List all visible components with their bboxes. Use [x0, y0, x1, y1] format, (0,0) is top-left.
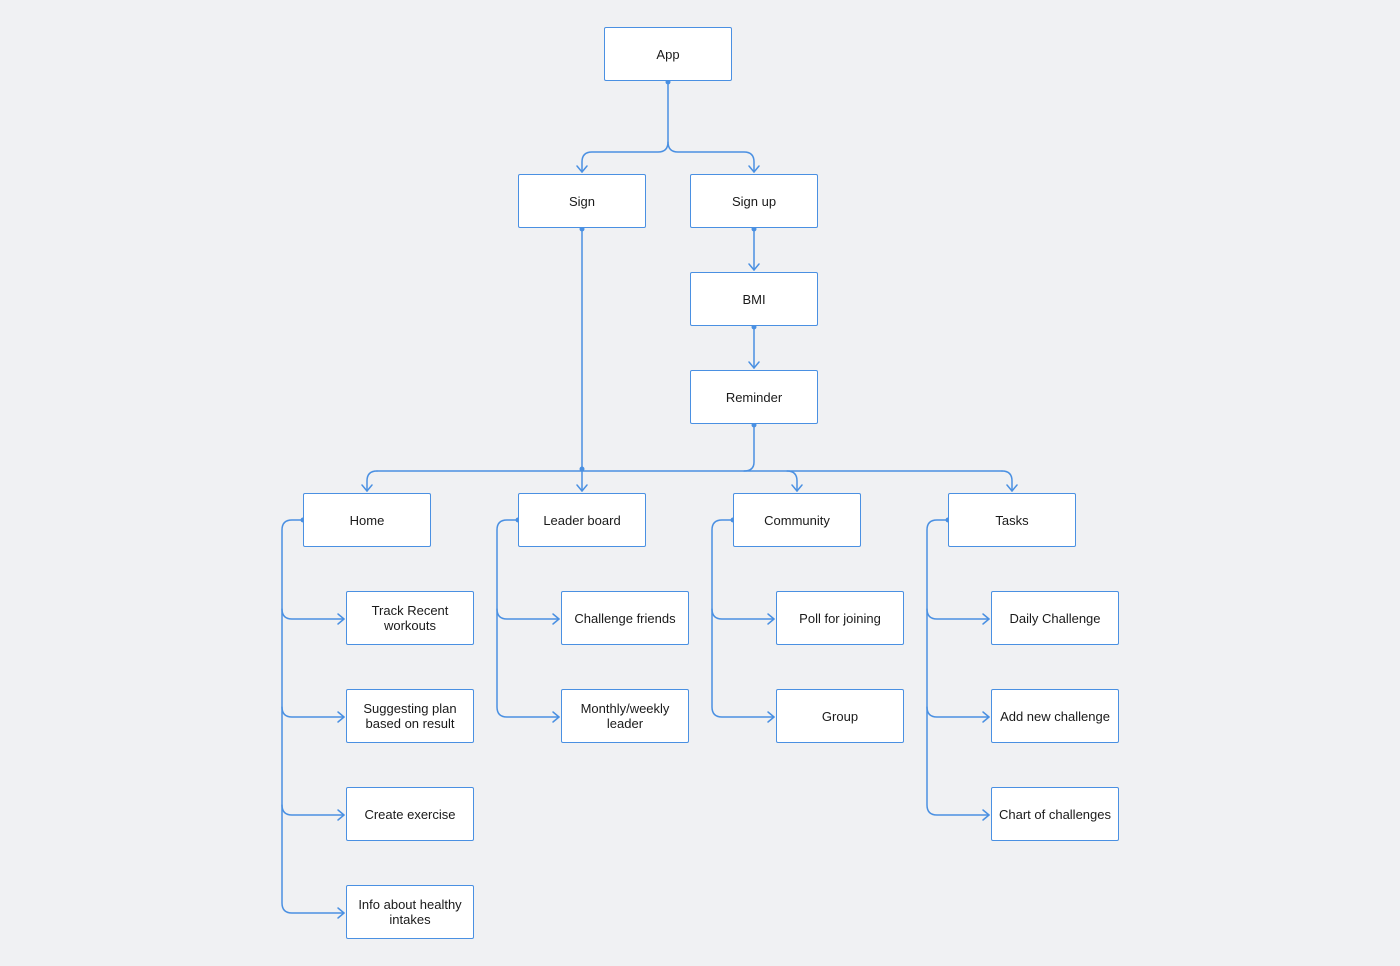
node-group[interactable]: Group	[776, 689, 904, 743]
connector-leader-spine	[496, 519, 560, 718]
connector-home-create	[281, 804, 345, 816]
node-tasks[interactable]: Tasks	[948, 493, 1076, 547]
arrowhead	[337, 809, 345, 821]
connector-tasks-spine	[926, 519, 990, 816]
connector-dot	[579, 466, 585, 472]
arrowhead	[748, 263, 760, 271]
arrowhead	[982, 613, 990, 625]
node-daily-challenge[interactable]: Daily Challenge	[991, 591, 1119, 645]
arrowhead	[748, 361, 760, 369]
node-chart-of-challenges[interactable]: Chart of challenges	[991, 787, 1119, 841]
connector-app-signup	[667, 141, 755, 173]
node-reminder[interactable]: Reminder	[690, 370, 818, 424]
arrowhead	[552, 613, 560, 625]
connector-bus-community	[786, 470, 798, 492]
arrowhead	[576, 484, 588, 492]
arrowhead	[982, 711, 990, 723]
arrowhead	[748, 165, 760, 173]
connector-home-track	[281, 608, 345, 620]
connector-bus-home	[366, 470, 378, 492]
connector-community-poll	[711, 608, 775, 620]
node-suggesting-plan[interactable]: Suggesting plan based on result	[346, 689, 474, 743]
node-community[interactable]: Community	[733, 493, 861, 547]
node-home[interactable]: Home	[303, 493, 431, 547]
arrowhead	[767, 613, 775, 625]
connector-app-sign	[581, 81, 669, 173]
arrowhead	[337, 613, 345, 625]
node-app[interactable]: App	[604, 27, 732, 81]
node-sign-up[interactable]: Sign up	[690, 174, 818, 228]
connector-home-suggest	[281, 706, 345, 718]
connector-tasks-daily	[926, 608, 990, 620]
connector-home-spine	[281, 519, 345, 914]
connector-reminder-bus	[743, 424, 755, 472]
node-monthly-weekly-leader[interactable]: Monthly/weekly leader	[561, 689, 689, 743]
arrowhead	[337, 907, 345, 919]
arrowhead	[576, 165, 588, 173]
arrowhead	[791, 484, 803, 492]
arrowhead	[552, 711, 560, 723]
node-leader-board[interactable]: Leader board	[518, 493, 646, 547]
node-create-exercise[interactable]: Create exercise	[346, 787, 474, 841]
node-poll-for-joining[interactable]: Poll for joining	[776, 591, 904, 645]
node-info-healthy-intakes[interactable]: Info about healthy intakes	[346, 885, 474, 939]
connector-community-spine	[711, 519, 775, 718]
arrowhead	[337, 711, 345, 723]
node-sign[interactable]: Sign	[518, 174, 646, 228]
arrowhead	[361, 484, 373, 492]
node-track-recent-workouts[interactable]: Track Recent workouts	[346, 591, 474, 645]
connector-bus-tasks	[1001, 470, 1013, 492]
arrowhead	[767, 711, 775, 723]
node-challenge-friends[interactable]: Challenge friends	[561, 591, 689, 645]
connector-leader-challenge	[496, 608, 560, 620]
connector-tasks-add	[926, 706, 990, 718]
arrowhead	[982, 809, 990, 821]
node-add-new-challenge[interactable]: Add new challenge	[991, 689, 1119, 743]
arrowhead	[1006, 484, 1018, 492]
node-bmi[interactable]: BMI	[690, 272, 818, 326]
